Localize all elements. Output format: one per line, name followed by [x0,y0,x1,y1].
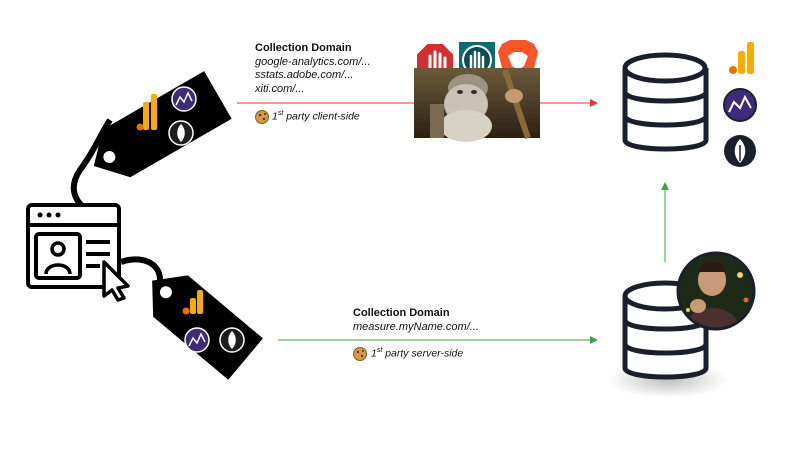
google-analytics-icon [136,94,157,131]
adobe-analytics-icon [184,327,210,353]
adobe-analytics-icon [171,86,197,112]
tag-bottom [119,256,263,380]
webform-icon [26,203,130,302]
google-analytics-icon [729,42,754,74]
server-domain: measure.myName.com/... [353,320,479,333]
vendor-database [622,52,709,152]
cookie-icon [353,347,367,361]
gandalf-photo [414,68,540,142]
avatar [676,251,756,331]
at-internet-icon [168,120,194,146]
adobe-analytics-icon [723,88,757,122]
client-party-label: 1st party client-side [272,110,360,123]
at-internet-icon [219,327,245,353]
ublock-hand-icon [459,42,495,78]
cursor-icon [102,260,130,302]
at-internet-icon [724,135,756,167]
cookie-icon [255,110,269,124]
tag-top [70,71,232,213]
client-side-label: Collection Domain google-analytics.com/.… [255,42,371,96]
google-analytics-icon [182,290,203,315]
server-side-label: Collection Domain measure.myName.com/... [353,307,479,334]
client-domain: sstats.adobe.com/... [255,69,354,81]
client-domain: xiti.com/... [255,82,305,95]
server-party-label: 1st party server-side [371,347,464,360]
server-heading: Collection Domain [353,307,450,319]
client-domain: google-analytics.com/... [255,55,371,68]
client-heading: Collection Domain [255,42,352,54]
